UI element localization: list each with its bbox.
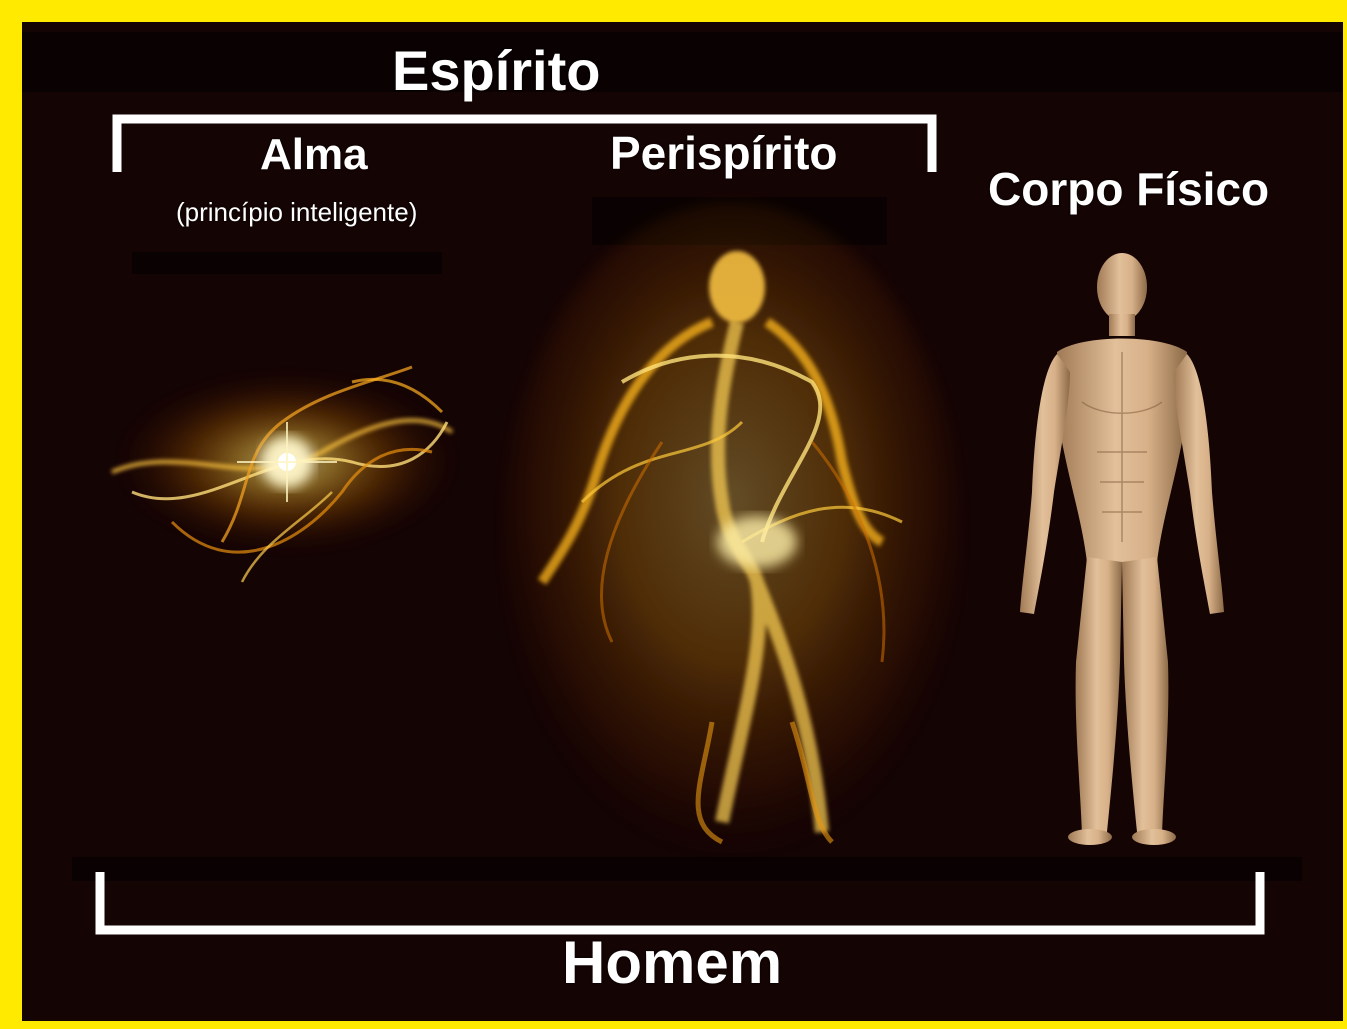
corpo-fisico-title: Corpo Físico — [988, 163, 1270, 215]
alma-title: Alma — [260, 130, 368, 179]
corpo-fisico-figure-icon — [1020, 253, 1224, 845]
homem-title: Homem — [562, 929, 783, 996]
dark-band-alma — [132, 252, 442, 274]
corpo-fisico-shading — [1081, 352, 1163, 542]
header-band — [22, 32, 1342, 92]
homem-bracket — [95, 872, 1265, 935]
espirito-title: Espírito — [392, 39, 601, 102]
alma-swirl-icon — [111, 365, 457, 583]
dark-band-bottom — [72, 857, 1302, 881]
espirito-bracket — [112, 114, 937, 172]
perispirito-silhouette-icon — [502, 202, 962, 862]
diagram-art — [95, 114, 1265, 935]
alma-subtitle: (princípio inteligente) — [176, 197, 418, 227]
perispirito-title: Perispírito — [610, 127, 838, 179]
